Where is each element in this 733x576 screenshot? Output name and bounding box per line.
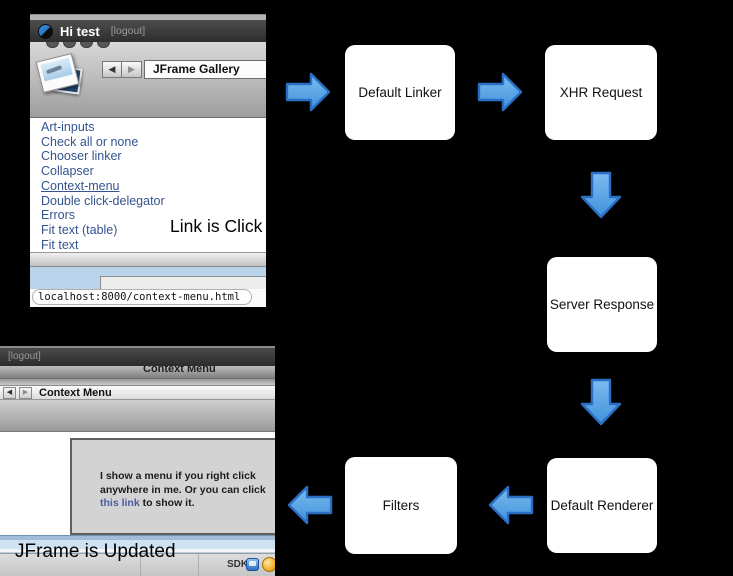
status-bar: localhost:8000/context-menu.html (30, 289, 266, 307)
gallery-link[interactable]: Fit text (table) (41, 222, 118, 237)
flow-arrow-left-icon (488, 485, 534, 525)
back-button[interactable]: ◀ (102, 61, 122, 78)
app-window-icon[interactable] (246, 558, 259, 571)
context-menu-browser-window: [logout] Context Menu ◀ ▶ Context Menu I… (0, 346, 275, 576)
toolbar-button-stub-icon (63, 42, 76, 48)
back-arrow-icon: ◀ (6, 388, 13, 396)
gallery-link[interactable]: Check all or none (41, 134, 139, 149)
gallery-link-context-menu[interactable]: Context-menu (41, 178, 120, 193)
logout-link[interactable]: [logout] (110, 25, 146, 37)
gallery-link[interactable]: Double click-delegator (41, 193, 165, 208)
flow-arrow-down-icon (580, 171, 622, 219)
status-url-box: localhost:8000/context-menu.html (32, 289, 252, 305)
forward-arrow-icon: ▶ (22, 388, 29, 396)
window-title: Context Menu (143, 366, 216, 375)
gallery-link[interactable]: Fit text (41, 237, 79, 252)
gallery-photos-icon (35, 52, 90, 102)
status-divider (198, 554, 199, 576)
forward-button[interactable]: ▶ (122, 61, 142, 78)
annotation-link-clicked: Link is Click (170, 216, 263, 236)
flow-box-filters: Filters (345, 457, 457, 554)
flow-box-server-response: Server Response (547, 257, 657, 352)
window-title-bar: Context Menu (0, 366, 275, 378)
footer-blue-row (30, 267, 266, 289)
nav-title: Context Menu (39, 386, 112, 399)
gallery-link[interactable]: Collapser (41, 164, 94, 179)
status-url: localhost:8000/context-menu.html (38, 291, 241, 303)
window-top-edge (30, 14, 266, 20)
gallery-link-list-area: Art-inputs Check all or none Chooser lin… (30, 118, 266, 252)
show-menu-link[interactable]: this link (100, 497, 140, 509)
flow-box-default-linker: Default Linker (345, 45, 455, 140)
browser-toolbar: ◀ ▶ JFrame Gallery (30, 42, 266, 118)
footer-white-strip (0, 549, 275, 553)
gallery-link[interactable]: Art-inputs (41, 120, 95, 134)
footer-panel (100, 276, 266, 289)
flow-box-default-renderer: Default Renderer (547, 458, 657, 553)
toolbar-gap (0, 378, 275, 385)
flow-arrow-left-icon (287, 485, 333, 525)
app-title: Hi test (60, 23, 100, 39)
back-arrow-icon: ◀ (108, 64, 116, 74)
app-logo-icon (38, 23, 53, 39)
toolbar-button-stub-icon (46, 42, 59, 48)
gallery-link[interactable]: Chooser linker (41, 149, 122, 164)
history-nav-buttons: ◀ ▶ (102, 61, 142, 78)
sdk-label: SDK (227, 559, 249, 570)
flow-arrow-right-icon (285, 72, 331, 112)
footer-blue-line (0, 535, 275, 540)
gallery-dropdown[interactable]: JFrame Gallery (144, 60, 266, 79)
gallery-browser-window: Hi test [logout] ◀ ▶ JFrame Gallery Art-… (30, 14, 266, 307)
back-button[interactable]: ◀ (3, 386, 16, 399)
horizontal-scrollbar[interactable] (30, 252, 266, 267)
page-content-area: I show a menu if you right click anywher… (0, 432, 275, 535)
toolbar-button-stub-icon (80, 42, 93, 48)
app-header-bar: [logout] (0, 346, 275, 366)
context-menu-demo-box[interactable]: I show a menu if you right click anywher… (70, 438, 275, 535)
flow-arrow-down-icon (580, 378, 622, 426)
browser-nav-bar: ◀ ▶ Context Menu (0, 385, 275, 400)
annotation-jframe-updated: JFrame is Updated (15, 541, 176, 562)
forward-button[interactable]: ▶ (19, 386, 32, 399)
status-bar: SDK (0, 553, 275, 576)
forward-arrow-icon: ▶ (128, 64, 135, 74)
status-divider (140, 554, 141, 576)
gallery-link-list: Art-inputs Check all or none Chooser lin… (30, 118, 266, 252)
flow-arrow-right-icon (477, 72, 523, 112)
browser-toolbar (0, 400, 275, 432)
toolbar-button-stub-icon (97, 42, 110, 48)
flow-box-xhr-request: XHR Request (545, 45, 657, 140)
gallery-link[interactable]: Errors (41, 208, 76, 223)
logout-link[interactable]: [logout] (8, 351, 41, 362)
swirl-icon[interactable] (262, 557, 275, 572)
footer-blue-row (0, 540, 275, 549)
app-header-bar: Hi test [logout] (30, 20, 266, 42)
context-menu-demo-text: I show a menu if you right click anywher… (100, 470, 266, 509)
